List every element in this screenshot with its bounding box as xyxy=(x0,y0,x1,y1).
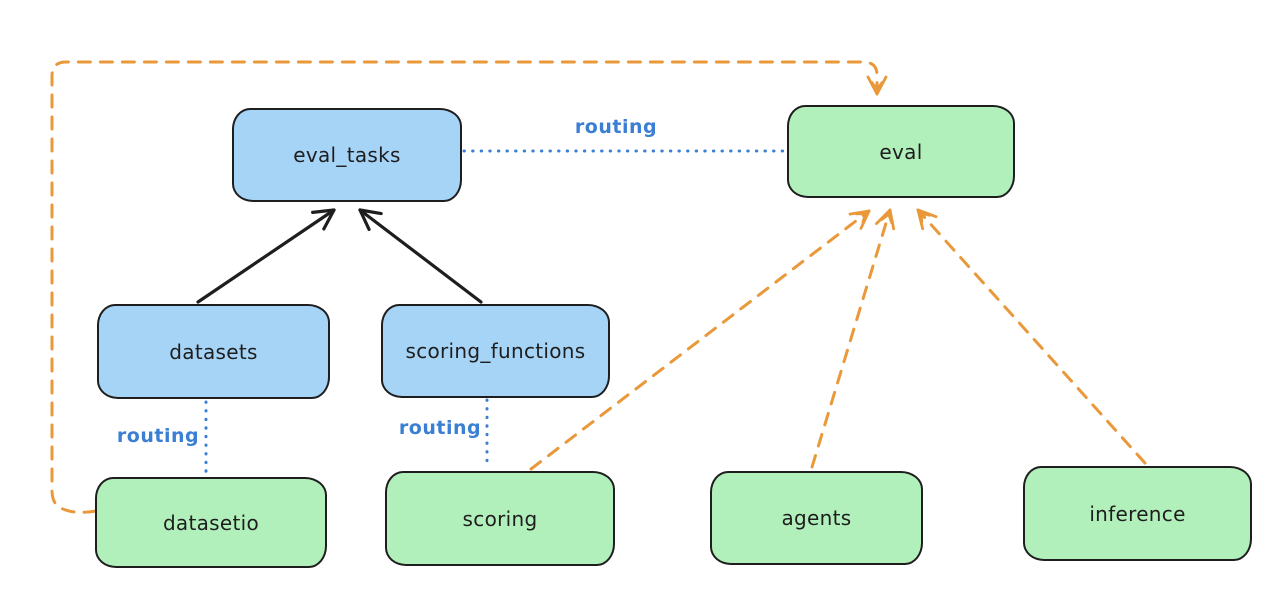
node-datasetio-label: datasetio xyxy=(162,510,260,535)
node-datasets: datasets xyxy=(97,304,330,399)
node-inference: inference xyxy=(1023,466,1252,561)
node-agents: agents xyxy=(710,471,923,565)
node-agents-label: agents xyxy=(781,506,852,530)
node-eval: eval xyxy=(787,105,1015,198)
node-scoring-functions: scoring_functions xyxy=(381,304,610,398)
node-datasetio: datasetio xyxy=(95,477,327,568)
node-eval-tasks: eval_tasks xyxy=(232,108,462,202)
node-inference-label: inference xyxy=(1089,501,1186,526)
edge-datasets-eval-tasks xyxy=(196,208,336,304)
node-scoring-label: scoring xyxy=(462,506,538,531)
edge-agents-eval xyxy=(810,208,896,469)
edge-inference-eval xyxy=(916,208,1147,465)
node-scoring-functions-label: scoring_functions xyxy=(405,339,586,363)
node-eval-label: eval xyxy=(879,139,923,164)
routing-label-datasets-datasetio: routing xyxy=(116,425,200,447)
node-eval-tasks-label: eval_tasks xyxy=(293,143,401,167)
node-datasets-label: datasets xyxy=(169,339,258,364)
routing-label-scoring-functions-scoring: routing xyxy=(398,417,482,439)
edge-scoring-functions-eval-tasks xyxy=(358,208,483,304)
node-scoring: scoring xyxy=(385,471,615,566)
routing-label-eval-tasks-eval: routing xyxy=(574,116,658,138)
